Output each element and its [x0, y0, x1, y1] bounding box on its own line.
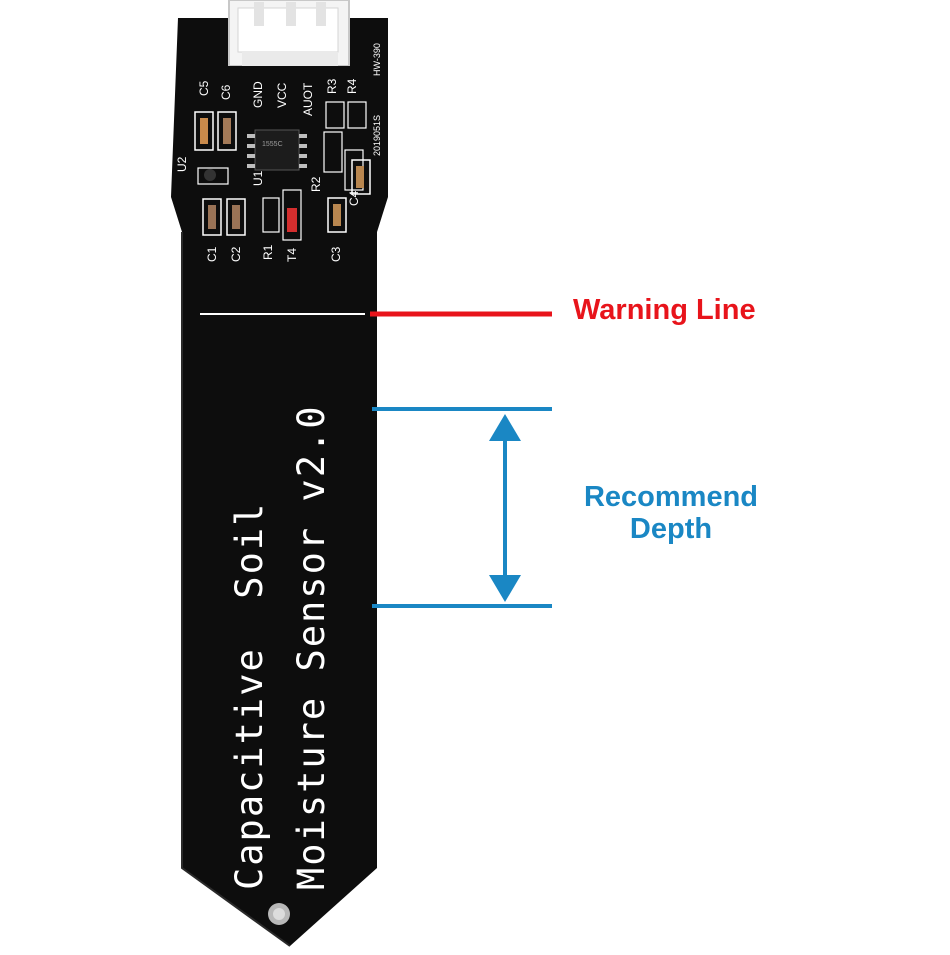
label-t4: T4 — [285, 248, 299, 262]
board-title-line2: Moisture Sensor v2.0 — [290, 404, 333, 890]
arrow-down-icon — [489, 575, 521, 602]
date-code: 2019051S — [372, 115, 382, 156]
model-label: HW-390 — [372, 43, 382, 76]
label-c3: C3 — [329, 246, 343, 262]
recommend-depth-label: Recommend Depth — [566, 481, 776, 545]
chip-marking: 1555C — [262, 141, 283, 148]
label-u1: U1 — [251, 170, 265, 186]
jst-connector — [228, 0, 350, 67]
label-c6: C6 — [219, 84, 233, 100]
warning-line-label: Warning Line — [573, 294, 756, 326]
smd-components — [194, 101, 371, 241]
pin-aout: AUOT — [301, 82, 315, 116]
label-c5: C5 — [197, 80, 211, 96]
depth-label-line2: Depth — [629, 513, 713, 545]
mounting-hole — [268, 903, 290, 925]
depth-label-line1: Recommend — [583, 481, 759, 513]
pcb-board — [171, 18, 388, 946]
silkscreen-labels: C5 C6 U2 U1 C1 C2 R1 T4 R2 R3 R4 C3 C4 G… — [175, 43, 382, 262]
label-u2: U2 — [175, 156, 189, 172]
arrow-up-icon — [489, 414, 521, 441]
label-c1: C1 — [205, 246, 219, 262]
label-r1: R1 — [261, 244, 275, 260]
label-r4: R4 — [345, 78, 359, 94]
board-title-line1: Capacitive Soil — [228, 501, 271, 890]
label-r3: R3 — [325, 78, 339, 94]
pin-vcc: VCC — [275, 82, 289, 108]
depth-bracket — [372, 407, 552, 608]
pin-gnd: GND — [251, 81, 265, 108]
label-r2: R2 — [309, 176, 323, 192]
label-c4: C4 — [347, 190, 361, 206]
label-c2: C2 — [229, 246, 243, 262]
